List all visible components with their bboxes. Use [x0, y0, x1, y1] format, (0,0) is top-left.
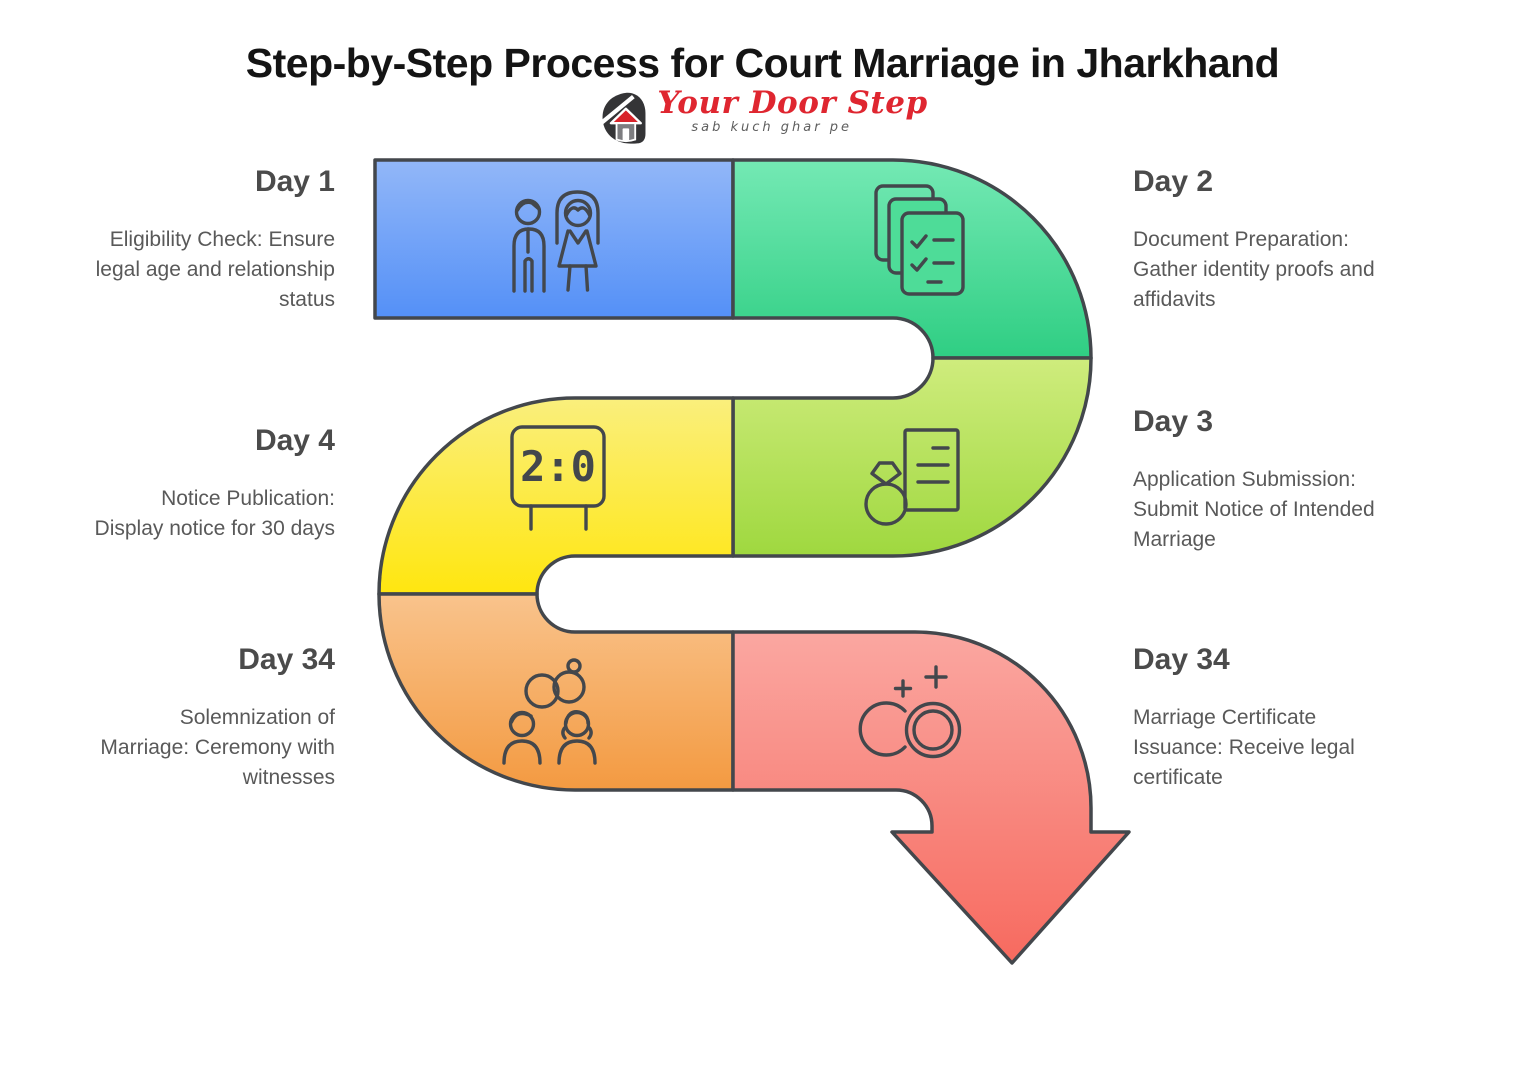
step-1-description: Eligibility Check: Ensure legal age and … [95, 228, 335, 311]
step-1-day-label: Day 1 [254, 165, 335, 198]
step-6-description: Marriage Certificate Issuance: Receive l… [1133, 706, 1355, 789]
logo-text: Your Door Step sab kuch ghar pe [657, 85, 928, 135]
step-6-segment-arrow [731, 630, 1131, 965]
step-5-day-label: Day 34 [238, 643, 335, 676]
step-3-day-label: Day 3 [1133, 405, 1214, 438]
step-6-text: Day 34 Marriage Certificate Issuance: Re… [1133, 643, 1433, 793]
wedding-couple-icon [502, 658, 597, 765]
step-1-segment [373, 158, 735, 320]
ring-application-icon [864, 428, 960, 526]
step-3-segment [731, 356, 1093, 558]
step-3-description: Application Submission: Submit Notice of… [1133, 468, 1375, 551]
step-4-text: Day 4 Notice Publication: Display notice… [35, 424, 335, 544]
step-1-text: Day 1 Eligibility Check: Ensure legal ag… [35, 165, 335, 315]
notice-board-icon: 2:0 [510, 425, 606, 531]
step-4-segment [377, 396, 735, 596]
step-3-text: Day 3 Application Submission: Submit Not… [1133, 405, 1433, 555]
step-5-description: Solemnization of Marriage: Ceremony with… [100, 706, 335, 789]
documents-checklist-icon [874, 184, 965, 296]
logo-tagline: sab kuch ghar pe [691, 120, 852, 135]
step-2-day-label: Day 2 [1133, 165, 1214, 198]
couple-icon [512, 190, 600, 293]
step-6-day-label: Day 34 [1133, 643, 1230, 676]
brand-logo: Your Door Step sab kuch ghar pe [597, 88, 927, 150]
step-5-text: Day 34 Solemnization of Marriage: Ceremo… [35, 643, 335, 793]
logo-name: Your Door Step [657, 85, 928, 121]
house-icon [599, 92, 645, 144]
wedding-rings-icon [858, 665, 962, 759]
notice-board-text: 2:0 [520, 442, 596, 491]
step-2-text: Day 2 Document Preparation: Gather ident… [1133, 165, 1433, 315]
step-2-description: Document Preparation: Gather identity pr… [1133, 228, 1375, 311]
step-4-description: Notice Publication: Display notice for 3… [94, 487, 335, 540]
page-title: Step-by-Step Process for Court Marriage … [245, 40, 1280, 86]
step-4-day-label: Day 4 [254, 424, 335, 457]
